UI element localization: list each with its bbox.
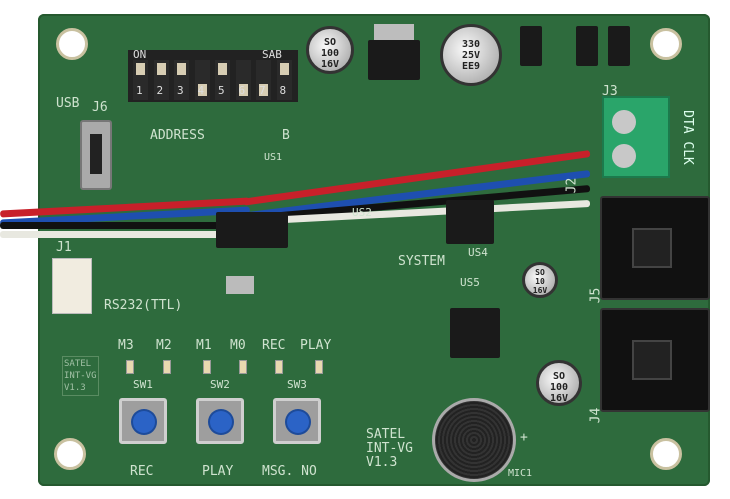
- black-wire: [0, 222, 250, 229]
- diode: [520, 26, 542, 66]
- dip-toggle[interactable]: [174, 60, 189, 100]
- switch-function-label: PLAY: [202, 464, 234, 479]
- voltage-regulator: [368, 40, 420, 80]
- switch-function-label: REC: [130, 464, 154, 479]
- serial-connector[interactable]: [52, 258, 92, 314]
- mounting-hole: [650, 438, 682, 470]
- dip-on-label: ON: [133, 48, 147, 61]
- dip-number: 6: [238, 84, 246, 97]
- dip-toggle[interactable]: [194, 60, 210, 100]
- diode: [576, 26, 598, 66]
- led: [315, 360, 323, 374]
- dip-sab-label: SAB: [262, 48, 282, 61]
- j2-label: J2: [564, 177, 580, 194]
- j3-label: J3: [602, 84, 618, 99]
- audio-jack[interactable]: [600, 196, 710, 300]
- mounting-hole: [54, 438, 86, 470]
- push-button-rec[interactable]: [119, 398, 167, 444]
- dip-number: 3: [177, 84, 184, 97]
- dip-toggle[interactable]: [276, 60, 292, 100]
- regulator-tab: [374, 24, 414, 40]
- push-button-play[interactable]: [196, 398, 244, 444]
- b-label: B: [282, 128, 290, 143]
- dip-number: 8: [279, 84, 287, 97]
- j1-label: J1: [56, 240, 72, 255]
- dip-number: 4: [197, 84, 205, 97]
- dip-toggle[interactable]: [235, 60, 251, 100]
- led-label: M2: [156, 338, 172, 353]
- switch-ref: SW2: [210, 378, 230, 391]
- ic-chip: [216, 212, 288, 248]
- led: [163, 360, 171, 374]
- led-label: M1: [196, 338, 212, 353]
- j5-label: J5: [588, 287, 604, 304]
- dip-number: 1: [136, 84, 143, 97]
- microphone: [432, 398, 516, 482]
- switch-function-label: MSG. NO: [262, 464, 317, 479]
- j6-label: J6: [92, 100, 108, 115]
- led-label: M0: [230, 338, 246, 353]
- mic-label: MIC1: [508, 468, 533, 479]
- led: [239, 360, 247, 374]
- mic-polarity: +: [520, 430, 528, 445]
- push-button-msg-no[interactable]: [273, 398, 321, 444]
- led-label: PLAY: [300, 338, 332, 353]
- audio-jack[interactable]: [600, 308, 710, 412]
- dip-number: 2: [156, 84, 164, 97]
- usb-port[interactable]: [80, 120, 112, 190]
- diode: [608, 26, 630, 66]
- switch-ref: SW1: [133, 378, 153, 391]
- terminal-labels: DTA CLK: [679, 110, 695, 165]
- us5-label: US5: [460, 276, 480, 289]
- terminal-block[interactable]: [602, 96, 670, 178]
- led-label: M3: [118, 338, 134, 353]
- white-wire: [0, 231, 250, 238]
- us4-label: US4: [468, 246, 488, 259]
- dip-toggle[interactable]: [256, 60, 271, 100]
- mounting-hole: [650, 28, 682, 60]
- us1-label: US1: [264, 152, 283, 163]
- dip-number: 7: [259, 84, 266, 97]
- led: [275, 360, 283, 374]
- led-label: REC: [262, 338, 286, 353]
- ic-chip: [446, 200, 494, 244]
- led: [203, 360, 211, 374]
- switch-ref: SW3: [287, 378, 307, 391]
- usb-label: USB: [56, 96, 80, 111]
- dip-toggle[interactable]: [133, 60, 148, 100]
- dip-toggle[interactable]: [153, 60, 169, 100]
- led: [126, 360, 134, 374]
- j4-label: J4: [588, 407, 604, 424]
- crystal: [226, 276, 254, 294]
- us2-label: US2: [352, 206, 372, 219]
- rs232-label: RS232(TTL): [104, 298, 183, 313]
- system-label: SYSTEM: [398, 254, 445, 269]
- dip-number: 5: [218, 84, 225, 97]
- address-label: ADDRESS: [150, 128, 205, 143]
- ic-chip: [450, 308, 500, 358]
- dip-toggle[interactable]: [215, 60, 230, 100]
- mounting-hole: [56, 28, 88, 60]
